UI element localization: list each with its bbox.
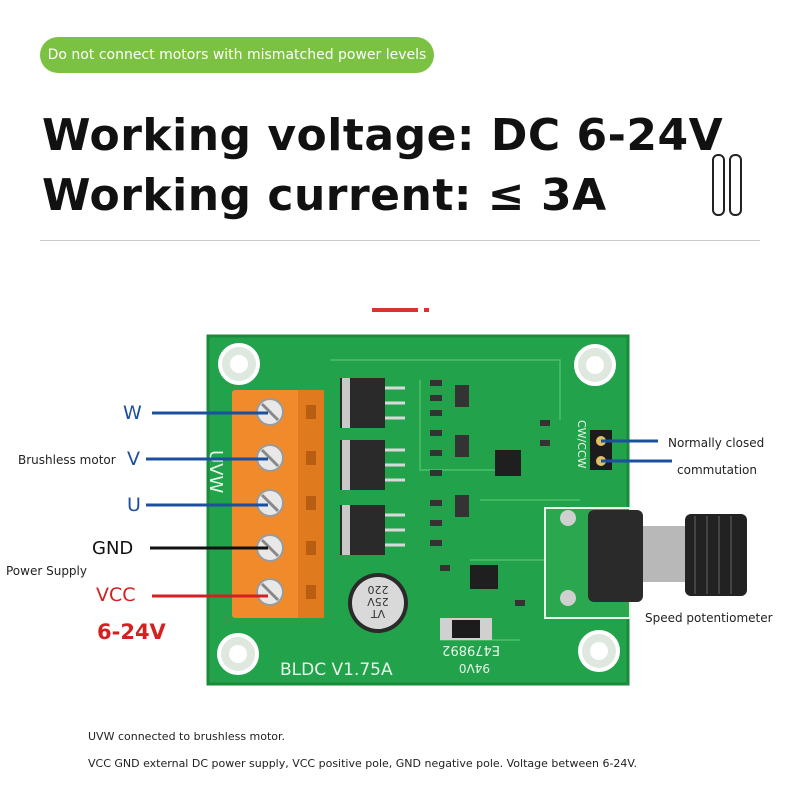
power-supply-label: Power Supply <box>6 564 87 578</box>
u-phase-label: U <box>127 494 141 516</box>
mosfets <box>340 378 405 555</box>
electrolytic-capacitor: VT 25V 220 <box>348 573 408 633</box>
board-model-text: BLDC V1.75A <box>280 660 393 680</box>
svg-text:220: 220 <box>368 583 389 596</box>
w-phase-label: W <box>123 402 142 424</box>
normally-closed-label: Normally closed <box>668 436 765 450</box>
speed-potentiometer-label: Speed potentiometer <box>645 611 773 625</box>
vcc-label: VCC <box>96 584 136 606</box>
voltage-range-label: 6-24V <box>97 620 166 644</box>
decorative-bar-icon <box>712 154 725 216</box>
working-current-heading: Working current: ≤ 3A <box>42 170 607 221</box>
working-voltage-heading: Working voltage: DC 6-24V <box>42 110 724 161</box>
warning-banner: Do not connect motors with mismatched po… <box>40 37 434 73</box>
terminal-block <box>232 390 324 618</box>
accent-dot <box>424 308 429 312</box>
svg-text:25V: 25V <box>367 595 389 608</box>
mounting-holes <box>217 343 620 675</box>
diode <box>452 620 480 638</box>
note-power: VCC GND external DC power supply, VCC po… <box>88 757 638 770</box>
decorative-bar-icon <box>729 154 742 216</box>
divider <box>40 240 760 241</box>
accent-mark <box>372 308 418 312</box>
gnd-label: GND <box>92 538 134 559</box>
v-phase-label: V <box>127 448 140 470</box>
svg-text:CW/CCW: CW/CCW <box>575 420 588 469</box>
speed-potentiometer <box>544 507 747 619</box>
brushless-motor-label: Brushless motor <box>18 453 116 467</box>
cert-code-text: E479892 <box>442 642 500 657</box>
commutation-label: commutation <box>677 463 757 477</box>
smd-components <box>430 380 550 606</box>
svg-text:VT: VT <box>371 607 386 620</box>
note-uvw: UVW connected to brushless motor. <box>88 730 286 743</box>
terminal-silkscreen: UVW <box>205 450 226 493</box>
rating-text: 94V0 <box>459 661 490 675</box>
